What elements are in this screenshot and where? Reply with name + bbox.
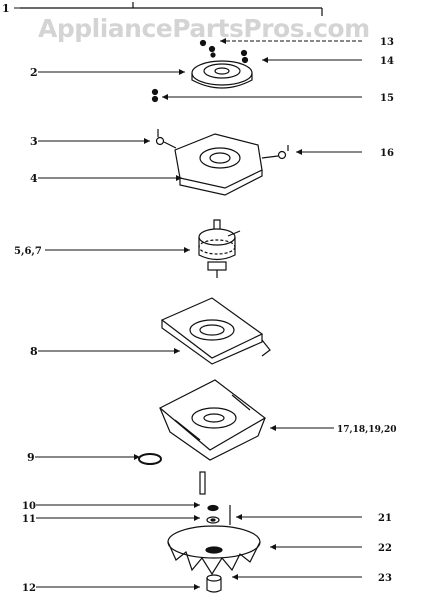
part-5-6-7-motor — [198, 219, 241, 278]
part-17-20-bottom-housing — [158, 379, 267, 461]
watermark: AppliancePartsPros.com — [38, 14, 370, 43]
shaft-and-washers — [199, 471, 231, 525]
part-2-disc — [191, 60, 253, 89]
label-10: 10 — [22, 501, 36, 512]
top-bracket — [20, 2, 323, 16]
label-12: 12 — [22, 583, 36, 594]
label-16: 16 — [380, 148, 394, 159]
label-8: 8 — [30, 345, 38, 358]
label-4: 4 — [30, 172, 38, 185]
label-17-18-19-20: 17,18,19,20 — [337, 425, 397, 435]
leader-lines — [14, 7, 362, 588]
label-23: 23 — [378, 573, 392, 584]
label-9: 9 — [27, 451, 35, 464]
label-3: 3 — [30, 135, 38, 148]
label-21: 21 — [378, 513, 392, 524]
label-22: 22 — [378, 543, 392, 554]
part-4-housing — [155, 129, 289, 196]
part-22-fan — [167, 525, 261, 576]
label-5-6-7: 5,6,7 — [14, 246, 42, 257]
fasteners-13-14-15 — [151, 39, 249, 103]
label-2: 2 — [30, 66, 38, 79]
label-11: 11 — [22, 514, 36, 525]
part-8-base-plate — [160, 297, 271, 365]
label-14: 14 — [380, 56, 394, 67]
part-9-ring — [138, 453, 162, 465]
arrowheads — [134, 38, 302, 590]
callout-labels: 1 2 3 4 5,6,7 8 9 10 11 12 13 14 15 16 1… — [2, 2, 397, 594]
label-1: 1 — [2, 2, 10, 15]
label-15: 15 — [380, 93, 394, 104]
label-13: 13 — [380, 37, 394, 48]
part-12-23-nut — [206, 574, 222, 593]
